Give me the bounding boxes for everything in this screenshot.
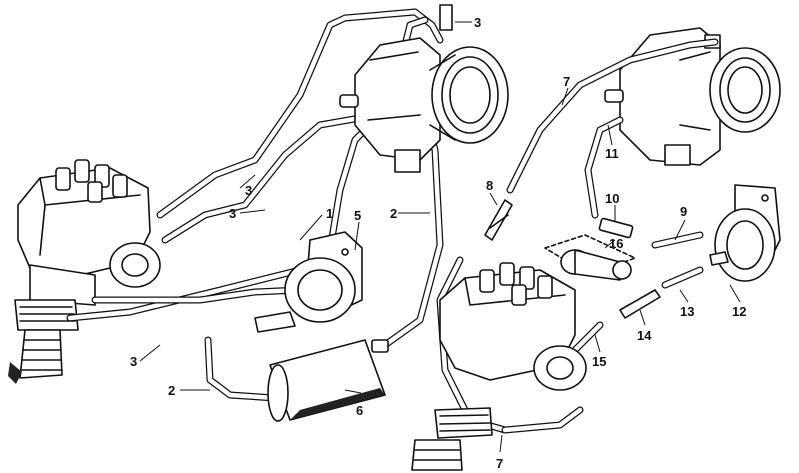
callout-7-upper: 7 xyxy=(563,74,570,89)
fitting-8 xyxy=(484,199,513,241)
leader-lines-right xyxy=(489,87,741,453)
callout-2-lower: 2 xyxy=(168,383,175,398)
throttle-body-left xyxy=(339,4,509,173)
vacuum-unit-12 xyxy=(709,184,781,282)
filter-6 xyxy=(267,339,389,422)
callout-5: 5 xyxy=(354,208,361,223)
fitting-14 xyxy=(619,289,661,319)
distributor-left xyxy=(8,159,161,384)
callout-7-lower: 7 xyxy=(496,456,503,471)
fitting-10 xyxy=(598,217,634,239)
callout-10: 10 xyxy=(605,191,619,206)
callout-3-mid: 3 xyxy=(229,206,236,221)
valve-16 xyxy=(544,234,636,281)
callout-16: 16 xyxy=(609,236,623,251)
throttle-body-right xyxy=(604,27,781,166)
vacuum-unit-5 xyxy=(254,231,363,333)
distributor-right xyxy=(411,262,587,471)
callout-3-upper: 3 xyxy=(245,183,252,198)
callout-15: 15 xyxy=(592,354,606,369)
callout-13: 13 xyxy=(680,304,694,319)
callout-3-lower: 3 xyxy=(130,354,137,369)
callout-1: 1 xyxy=(326,206,333,221)
callout-12: 12 xyxy=(732,304,746,319)
callout-6: 6 xyxy=(356,403,363,418)
callout-3-top: 3 xyxy=(474,15,481,30)
callout-numbers: 3 3 3 1 2 5 3 2 6 7 11 8 10 9 16 12 13 1… xyxy=(130,15,746,471)
callout-8: 8 xyxy=(486,178,493,193)
callout-2-upper: 2 xyxy=(390,206,397,221)
callout-14: 14 xyxy=(637,328,652,343)
callout-11: 11 xyxy=(605,146,619,161)
callout-9: 9 xyxy=(680,204,687,219)
leader-lines-left xyxy=(139,21,472,394)
